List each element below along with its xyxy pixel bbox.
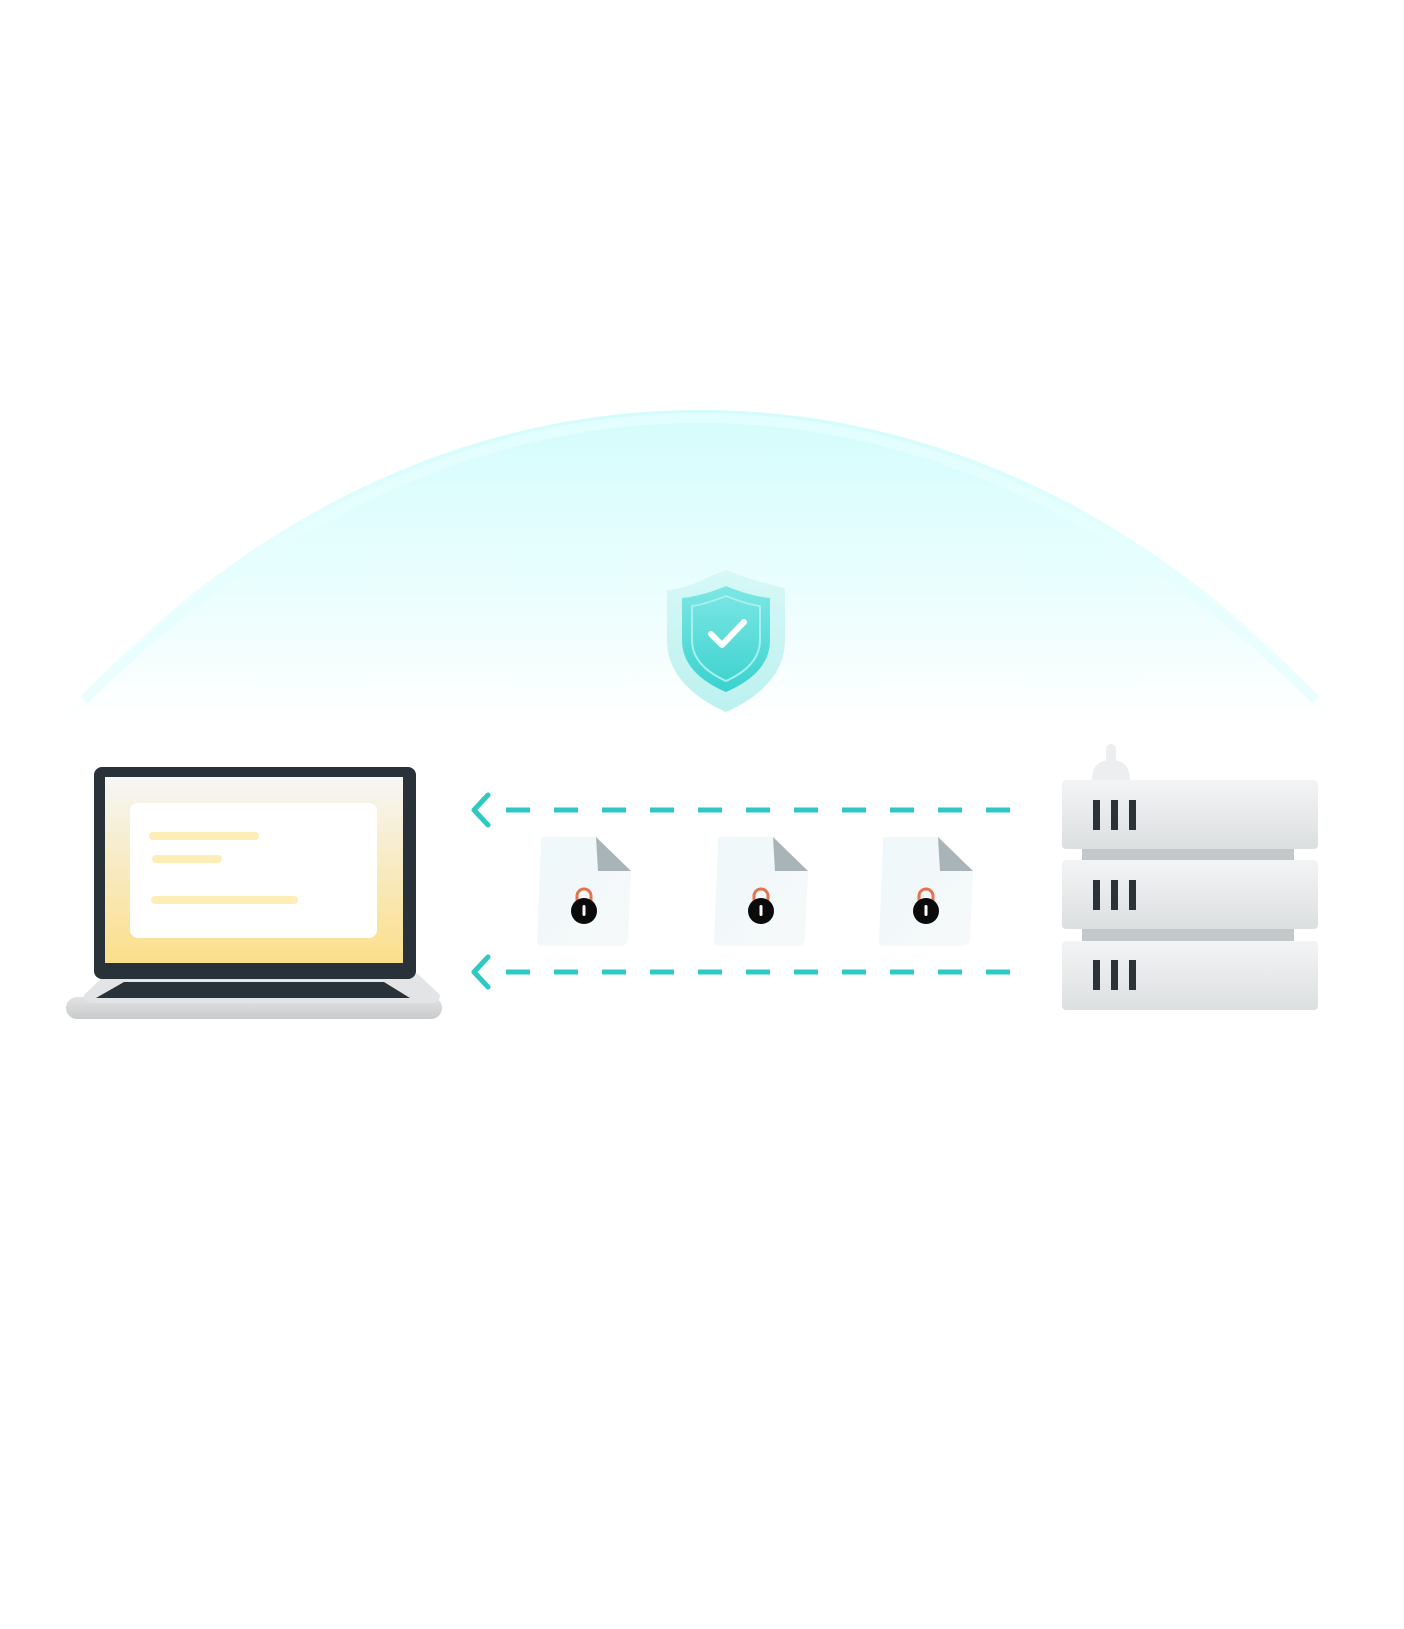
- file-page: [713, 837, 808, 946]
- file-page: [878, 837, 973, 946]
- locked-file-icon: [536, 837, 631, 946]
- lock-shackle: [575, 887, 593, 902]
- laptop-icon: [66, 767, 442, 1019]
- lock-shackle: [917, 887, 935, 902]
- check-mark-icon: [708, 619, 747, 648]
- arrow-bottom: [471, 954, 1010, 990]
- server-slot: [1129, 960, 1136, 990]
- shield-check-icon: [667, 570, 786, 712]
- lock-shackle: [752, 887, 770, 902]
- server-connector-2: [1082, 927, 1294, 941]
- server-slot: [1129, 800, 1136, 830]
- arrow-top-head: [471, 792, 491, 828]
- lock-keyhole: [759, 905, 763, 916]
- server-slot: [1111, 960, 1118, 990]
- server-unit-1: [1062, 780, 1318, 849]
- screen-card: [130, 803, 377, 938]
- screen-line-2: [152, 855, 222, 863]
- screen-line-1: [149, 832, 259, 840]
- lock-keyhole: [582, 905, 586, 916]
- locked-file-icon: [878, 837, 973, 946]
- file-fold: [938, 837, 973, 871]
- server-slot: [1093, 800, 1100, 830]
- server-slot: [1093, 880, 1100, 910]
- server-connector-1: [1082, 846, 1294, 860]
- shield-inner-outline: [691, 594, 761, 683]
- server-slot: [1093, 960, 1100, 990]
- server-unit-3: [1062, 941, 1318, 1010]
- server-slot: [1111, 800, 1118, 830]
- file-page: [536, 837, 631, 946]
- file-fold: [773, 837, 808, 871]
- server-slot: [1111, 880, 1118, 910]
- server-slot: [1129, 880, 1136, 910]
- laptop-keyboard-well: [96, 982, 410, 998]
- server-stack-icon: [1062, 744, 1318, 1010]
- lock-keyhole: [924, 905, 928, 916]
- screen-line-3: [151, 896, 298, 904]
- file-fold: [596, 837, 631, 871]
- server-unit-2: [1062, 860, 1318, 929]
- protection-dome-rim: [80, 412, 1320, 704]
- locked-file-icon: [713, 837, 808, 946]
- arrow-bottom-head: [471, 954, 491, 990]
- arrow-top: [471, 792, 1010, 828]
- server-antenna-base: [1092, 760, 1130, 780]
